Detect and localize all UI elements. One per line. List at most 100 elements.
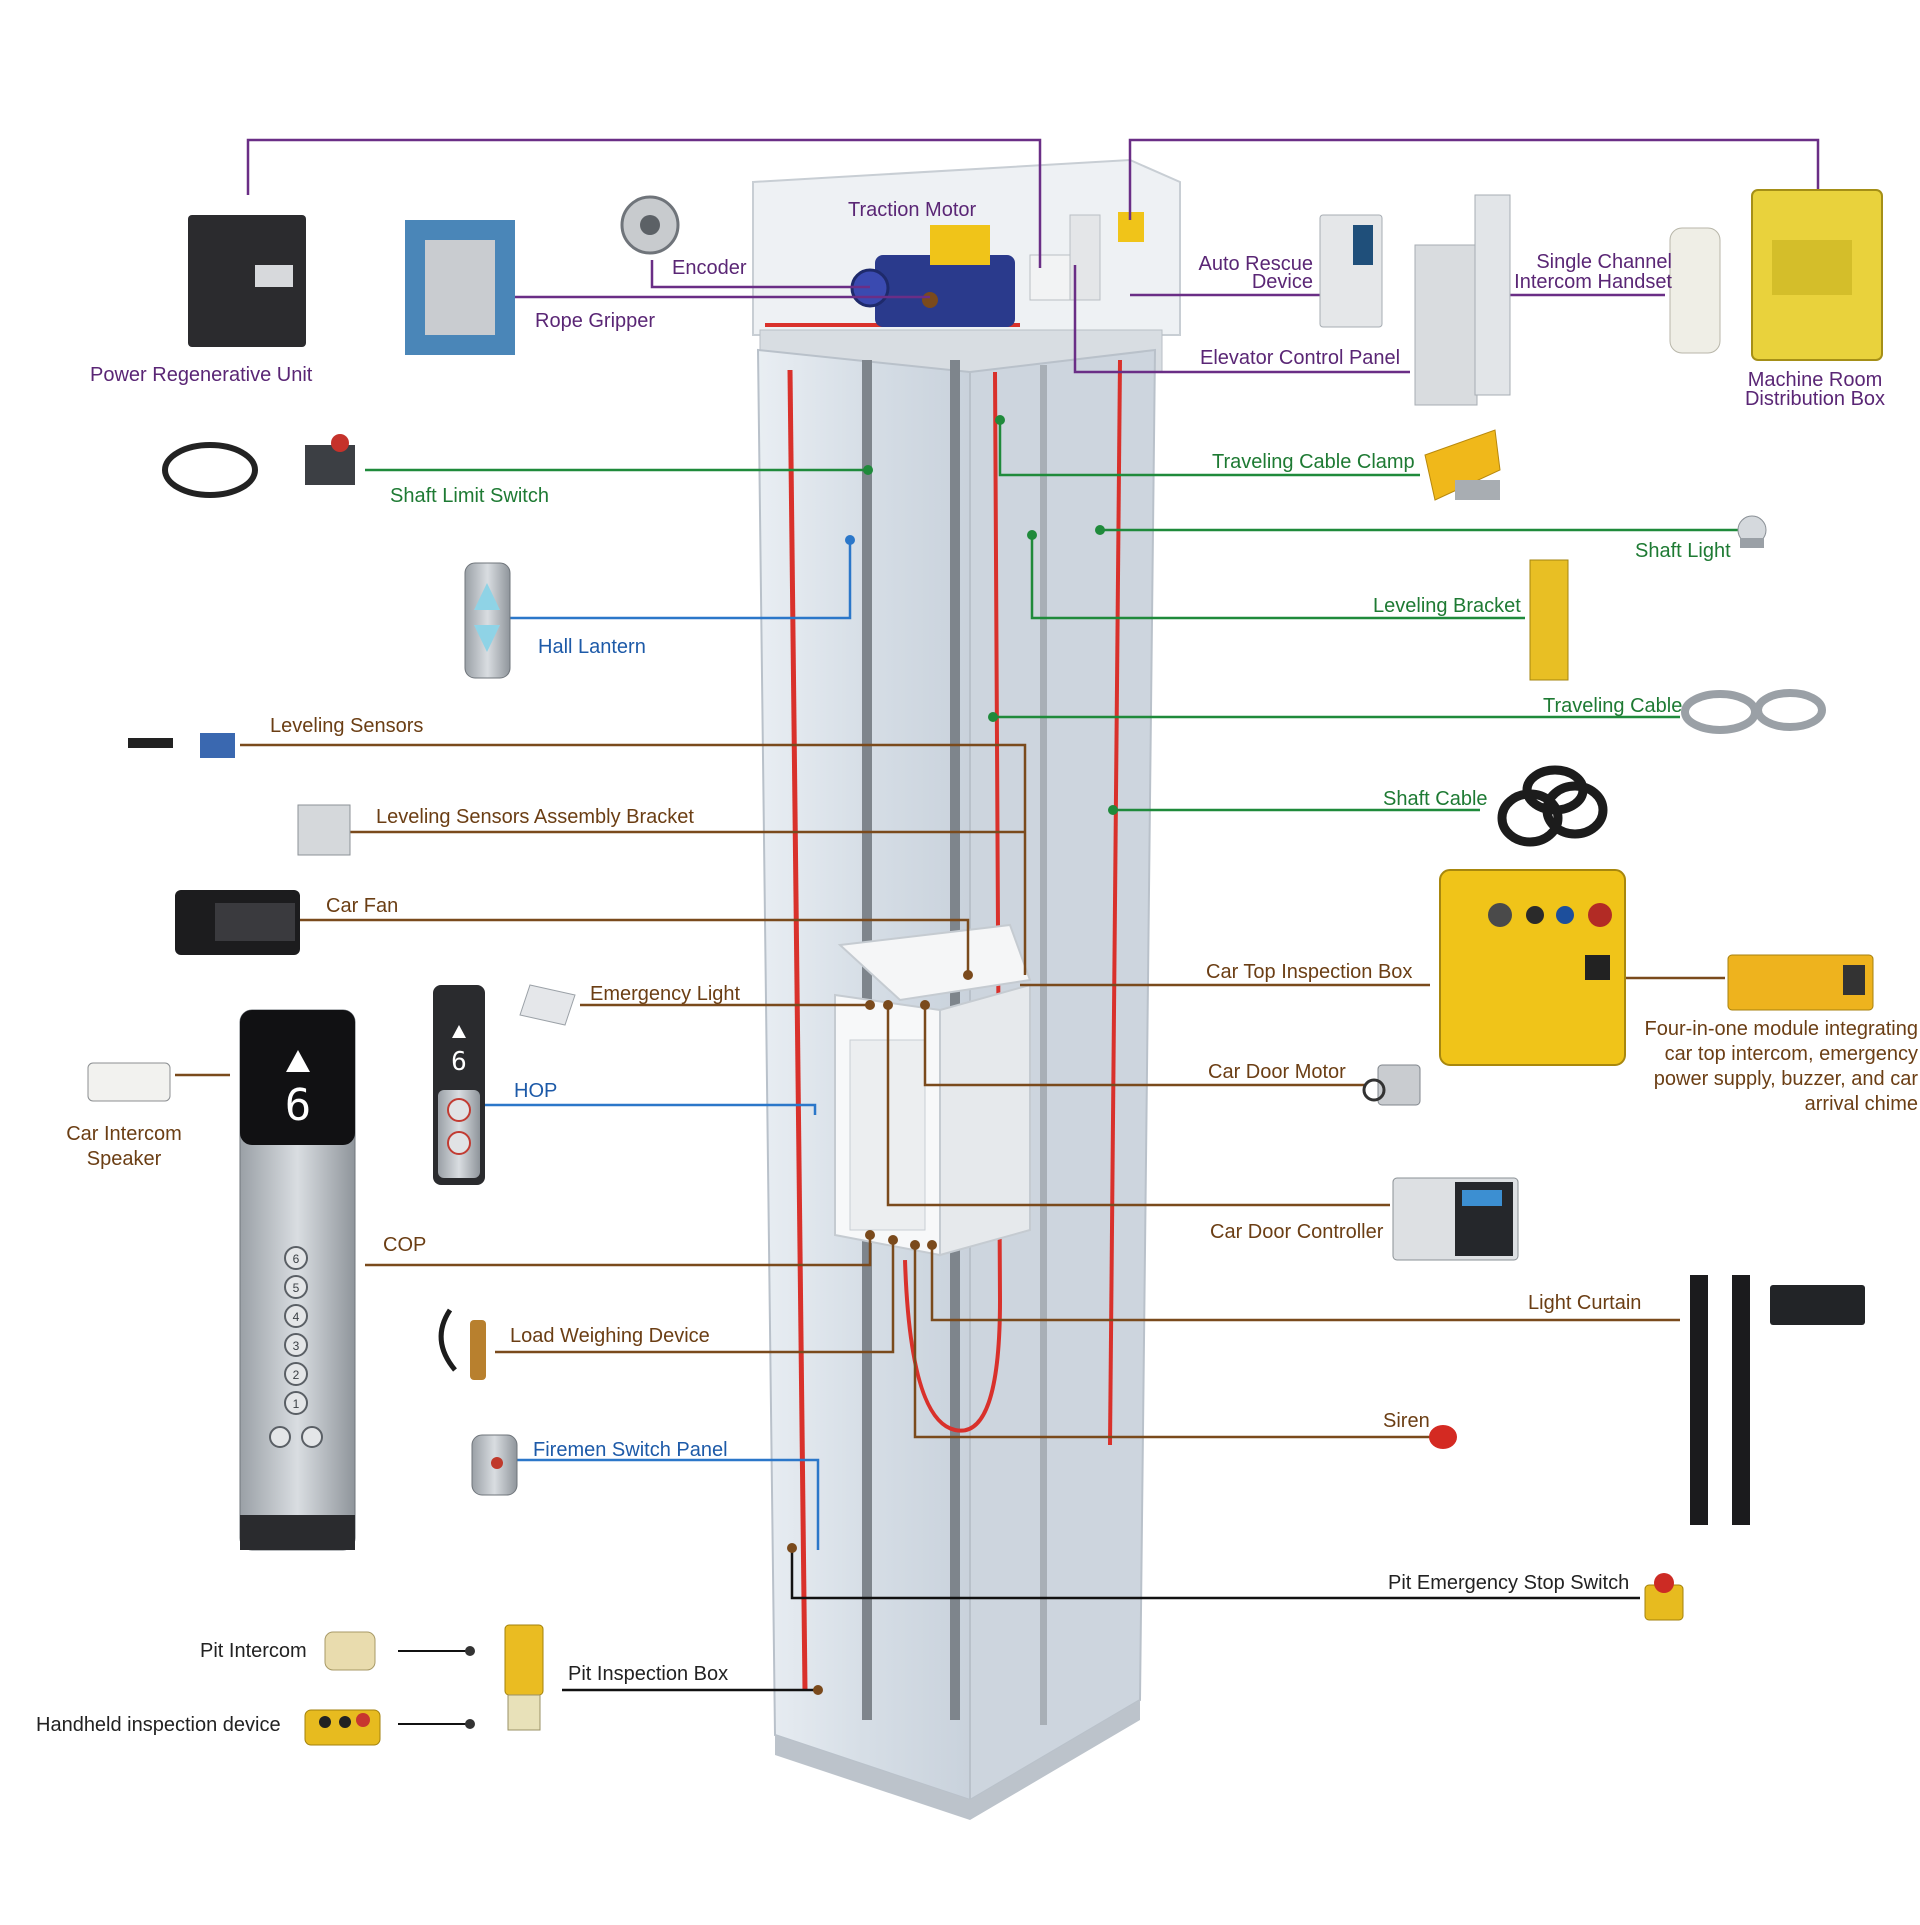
label-cop: COP <box>383 1234 426 1256</box>
connector-lines <box>175 138 1820 1725</box>
firemen-switch-panel-icon <box>471 1434 518 1496</box>
label-hop: HOP <box>514 1080 557 1102</box>
cop-button-3-label: 3 <box>293 1339 300 1353</box>
label-traveling-cable-clamp: Traveling Cable Clamp <box>1212 451 1415 473</box>
pit-emergency-stop-icon <box>1644 1573 1684 1621</box>
red-cable-left <box>787 369 808 1691</box>
label-leveling-sensors: Leveling Sensors <box>270 715 423 737</box>
light-curtain-icon <box>1690 1275 1865 1525</box>
label-single-channel-1: Single Channel <box>1536 251 1672 273</box>
label-machine-room-2: Distribution Box <box>1745 388 1885 410</box>
cop-button-1[interactable] <box>284 1391 308 1415</box>
label-encoder: Encoder <box>672 257 747 279</box>
car-door-controller-icon <box>1392 1177 1519 1261</box>
cop-button-4-label: 4 <box>293 1310 300 1324</box>
cop-buttons: 6 5 4 3 2 1 <box>269 1246 323 1448</box>
label-four-in-one-4: arrival chime <box>1805 1093 1918 1115</box>
hop-floor-digit: 6 <box>451 1047 467 1077</box>
cop-button-1-label: 1 <box>293 1397 300 1411</box>
shaft-light-icon <box>1737 515 1767 548</box>
handheld-inspection-icon <box>304 1709 381 1746</box>
car-door-motor-icon <box>1362 1064 1421 1106</box>
intercom-handset-icon <box>1669 227 1721 354</box>
label-load-weighing-device: Load Weighing Device <box>510 1325 710 1347</box>
label-car-door-motor: Car Door Motor <box>1208 1061 1346 1083</box>
label-car-top-inspection-box: Car Top Inspection Box <box>1206 961 1412 983</box>
cop-button-6[interactable] <box>284 1246 308 1270</box>
siren-icon <box>1429 1425 1457 1449</box>
line-power-regenerative <box>246 138 1042 268</box>
cop-button-5[interactable] <box>284 1275 308 1299</box>
label-light-curtain: Light Curtain <box>1528 1292 1641 1314</box>
pit-intercom-icon <box>324 1631 376 1671</box>
shaft-limit-switch-icon <box>162 434 355 498</box>
label-rope-gripper: Rope Gripper <box>535 310 655 332</box>
label-four-in-one-1: Four-in-one module integrating <box>1645 1018 1919 1040</box>
auto-rescue-device-icon <box>1319 214 1383 328</box>
label-pit-intercom: Pit Intercom <box>200 1640 307 1662</box>
label-emergency-light: Emergency Light <box>590 983 741 1005</box>
cop-button-6-label: 6 <box>293 1252 300 1266</box>
load-weighing-device-icon <box>438 1308 486 1380</box>
elevator-control-panel-icon <box>1414 194 1511 406</box>
label-shaft-limit-switch: Shaft Limit Switch <box>390 485 549 507</box>
cop-button-open[interactable] <box>269 1426 291 1448</box>
label-shaft-light: Shaft Light <box>1635 540 1731 562</box>
label-power-regenerative-unit: Power Regenerative Unit <box>90 364 313 386</box>
hall-lantern-icon <box>464 562 511 679</box>
red-cable-right <box>1108 359 1122 1446</box>
label-car-intercom-2: Speaker <box>87 1148 162 1170</box>
rope-gripper-icon <box>405 220 515 355</box>
shaft-base <box>775 1700 1140 1820</box>
car-side <box>939 983 1031 1257</box>
line-car-door-motor <box>923 1005 1365 1087</box>
counterweight-rail <box>1040 365 1047 1725</box>
line-firemen <box>515 1458 820 1550</box>
cop-button-close[interactable] <box>301 1426 323 1448</box>
line-encoder <box>650 260 870 289</box>
label-leveling-sensors-bracket: Leveling Sensors Assembly Bracket <box>376 806 694 828</box>
label-firemen-switch-panel: Firemen Switch Panel <box>533 1439 728 1461</box>
distribution-box-icon <box>1751 189 1883 361</box>
cop-button-4[interactable] <box>284 1304 308 1328</box>
label-four-in-one-3: power supply, buzzer, and car <box>1654 1068 1919 1090</box>
label-car-fan: Car Fan <box>326 895 398 917</box>
line-light-curtain <box>930 1245 1680 1322</box>
cop-button-5-label: 5 <box>293 1281 300 1295</box>
hop-icon <box>433 985 485 1185</box>
encoder-box-in-shaft <box>1029 254 1071 301</box>
label-auto-rescue-1: Auto Rescue <box>1198 253 1313 275</box>
red-cable-car <box>903 371 1003 1433</box>
line-cable-clamp <box>998 420 1420 477</box>
leveling-sensors-icon <box>128 733 235 758</box>
car-fan-icon <box>175 890 300 955</box>
label-leveling-bracket: Leveling Bracket <box>1373 595 1521 617</box>
label-shaft-cable: Shaft Cable <box>1383 788 1488 810</box>
emergency-light-icon <box>519 984 576 1026</box>
cop-button-3[interactable] <box>284 1333 308 1357</box>
line-car-door-controller <box>886 1005 1390 1207</box>
car-top-inspection-box-icon <box>1439 869 1626 1066</box>
encoder-icon <box>620 195 680 255</box>
labels: Traction Motor Encoder Rope Gripper Powe… <box>36 199 1918 1736</box>
traveling-cable-clamp-icon <box>1424 429 1501 501</box>
car-top-frame <box>837 923 1032 1002</box>
line-load-weighing <box>495 1240 895 1354</box>
four-in-one-module-icon <box>1727 954 1874 1011</box>
power-regenerative-unit-icon <box>188 215 306 347</box>
leveling-bracket-icon <box>1529 559 1569 681</box>
line-car-fan <box>300 918 970 975</box>
line-cop <box>365 1235 872 1267</box>
label-car-intercom-1: Car Intercom <box>66 1123 182 1145</box>
label-siren: Siren <box>1383 1410 1430 1432</box>
shaft-cable-icon <box>1497 765 1608 847</box>
line-distribution-box <box>1128 138 1820 220</box>
pit-inspection-box-icon <box>504 1624 544 1731</box>
line-hall-lantern <box>510 540 852 620</box>
cop-button-2[interactable] <box>284 1362 308 1386</box>
leveling-sensors-bracket-icon <box>297 804 351 856</box>
line-siren <box>913 1245 1430 1439</box>
car-intercom-speaker-icon <box>87 1062 171 1102</box>
label-single-channel-2: Intercom Handset <box>1514 271 1672 293</box>
